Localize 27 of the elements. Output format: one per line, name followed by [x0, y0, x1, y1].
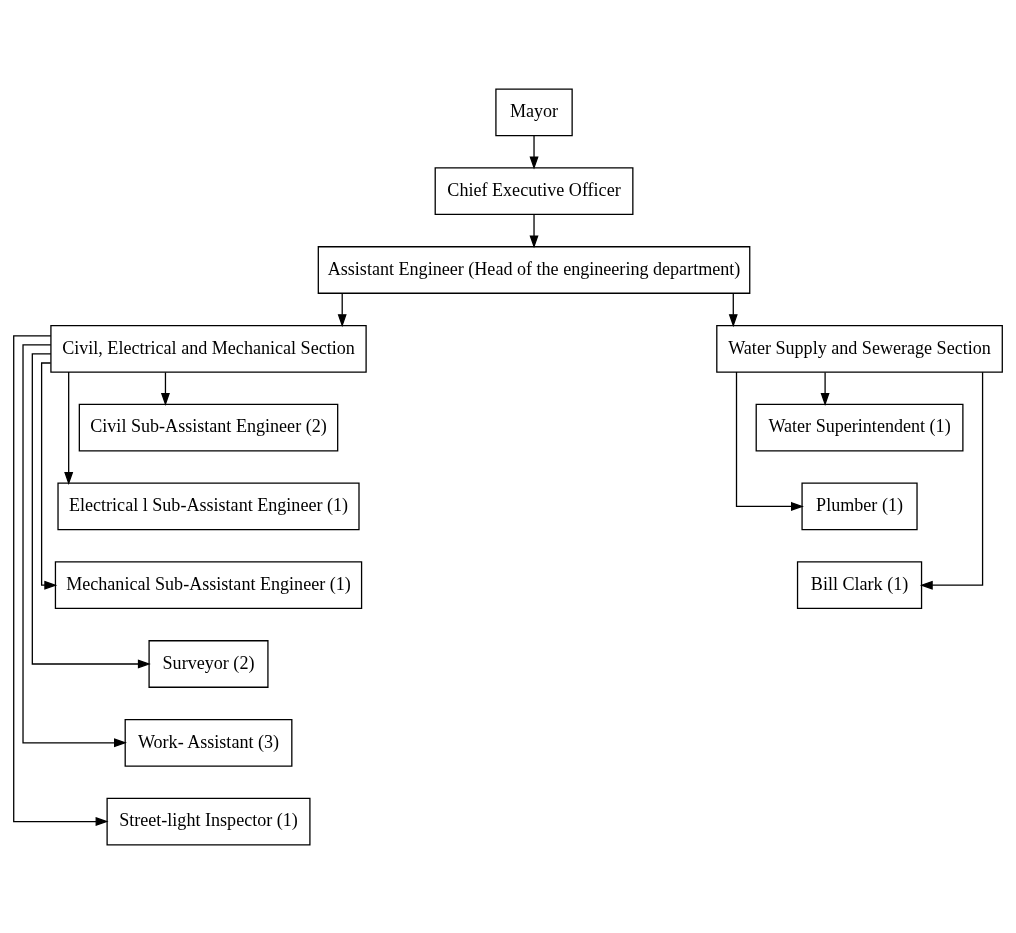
arrow: [735, 370, 804, 511]
node-box: Civil Sub-Assistant Engineer (2): [78, 403, 339, 451]
arrow: [529, 134, 539, 170]
arrow: [160, 371, 170, 406]
arrow: [40, 361, 58, 590]
node-box: Plumber (1): [801, 482, 918, 530]
node-box: Chief Executive Officer: [434, 166, 634, 215]
node-box: Bill Clark (1): [796, 560, 923, 609]
arrow: [820, 371, 830, 406]
arrow: [919, 371, 984, 590]
node-box: Mechanical Sub-Assistant Engineer (1): [54, 560, 363, 609]
node-box: Surveyor (2): [148, 639, 269, 688]
arrow: [529, 213, 539, 248]
arrow: [31, 352, 151, 668]
arrow: [13, 334, 109, 826]
node-box: Water Superintendent (1): [755, 403, 964, 451]
arrow: [64, 370, 74, 485]
node-box: Electrical l Sub-Assistant Engineer (1): [57, 482, 360, 530]
node-box: Water Supply and Sewerage Section: [716, 324, 1003, 373]
node-box: Work- Assistant (3): [124, 718, 293, 767]
node-box: Civil, Electrical and Mechanical Section: [50, 324, 367, 373]
arrow: [22, 343, 127, 747]
node-box: Street-light Inspector (1): [106, 797, 311, 845]
arrow: [337, 292, 347, 327]
node-box: Mayor: [495, 88, 573, 136]
node-box: Assistant Engineer (Head of the engineering department): [317, 245, 751, 294]
arrow: [728, 292, 738, 327]
